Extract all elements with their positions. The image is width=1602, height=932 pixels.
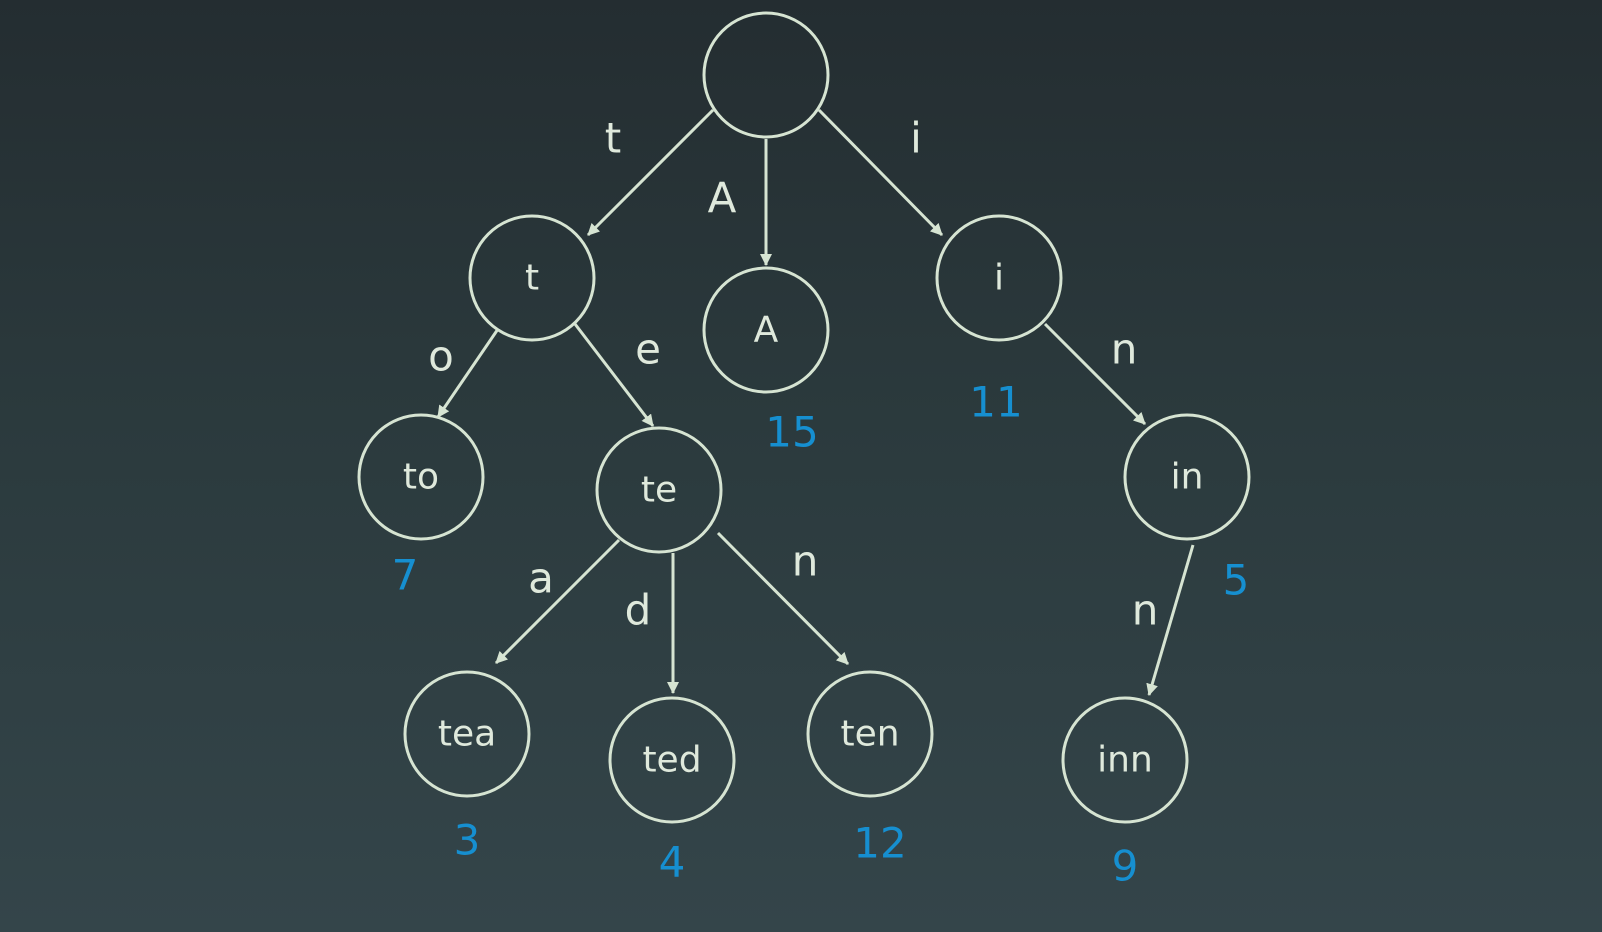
node-label-to: to <box>403 457 439 498</box>
edge-label-te-ted: d <box>625 586 652 635</box>
edge-arrow-t-te <box>573 323 655 427</box>
node-value-in: 5 <box>1223 556 1250 605</box>
edge-label-root-A: A <box>708 174 737 223</box>
trie-node-ten <box>806 670 934 798</box>
node-label-te: te <box>641 470 677 511</box>
trie-node-i <box>935 214 1063 342</box>
trie-node-in <box>1123 413 1251 541</box>
edge-arrow-te-ten <box>716 531 850 666</box>
node-label-inn: inn <box>1097 740 1153 781</box>
node-label-in: in <box>1171 457 1204 498</box>
edge-arrow-root-t <box>586 108 715 237</box>
node-value-ted: 4 <box>659 838 686 887</box>
node-value-inn: 9 <box>1112 842 1139 891</box>
trie-node-to <box>357 413 485 541</box>
edge-label-root-i: i <box>910 114 922 163</box>
node-value-A: 15 <box>765 408 818 457</box>
edge-label-t-to: o <box>428 332 454 381</box>
node-value-ten: 12 <box>853 819 906 868</box>
node-label-i: i <box>994 258 1004 299</box>
edges-layer <box>436 108 1195 696</box>
trie-node-te <box>595 426 723 554</box>
node-label-A: A <box>754 310 779 351</box>
node-value-i: 11 <box>969 378 1022 427</box>
node-value-to: 7 <box>392 551 419 600</box>
nodes-layer <box>357 11 1251 824</box>
edge-arrow-i-in <box>1043 322 1147 426</box>
edge-arrow-root-i <box>817 108 944 237</box>
node-value-tea: 3 <box>454 816 481 865</box>
edge-label-te-tea: a <box>528 554 554 603</box>
edge-label-root-t: t <box>605 114 621 163</box>
node-label-t: t <box>525 258 539 299</box>
trie-node-inn <box>1061 696 1189 824</box>
node-label-ten: ten <box>840 714 899 755</box>
edge-label-t-te: e <box>635 325 661 374</box>
edge-label-te-ten: n <box>792 537 819 586</box>
trie-node-t <box>468 214 596 342</box>
trie-node-root <box>702 11 830 139</box>
edge-arrow-t-to <box>436 328 500 418</box>
trie-node-A <box>702 266 830 394</box>
node-label-tea: tea <box>438 714 496 755</box>
trie-node-ted <box>608 696 736 824</box>
edge-arrow-te-tea <box>494 538 621 665</box>
edge-arrow-in-inn <box>1146 544 1195 696</box>
node-label-ted: ted <box>642 740 701 781</box>
trie-node-tea <box>403 670 531 798</box>
edge-label-i-in: n <box>1111 325 1138 374</box>
edge-label-in-inn: n <box>1132 586 1159 635</box>
